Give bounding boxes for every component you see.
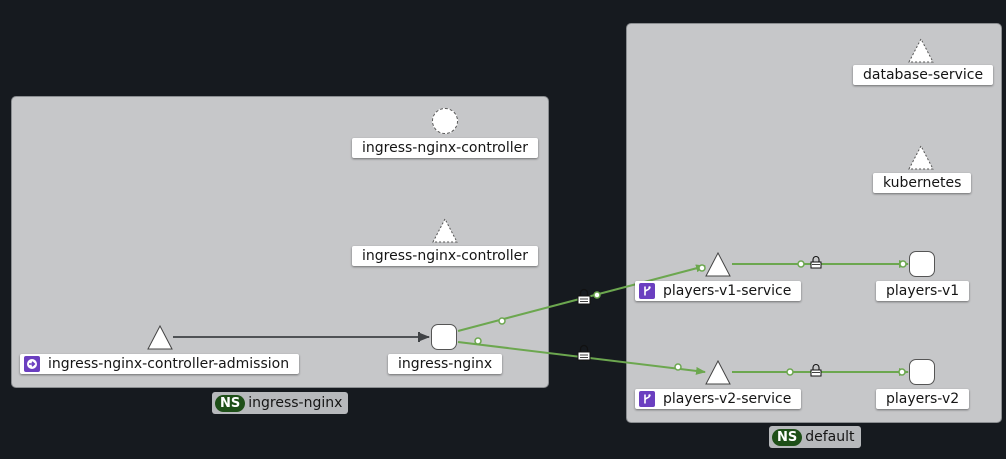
label-text: players-v2-service bbox=[663, 391, 792, 407]
triangle-node-icon[interactable] bbox=[908, 37, 934, 63]
node-label-players-v2-service[interactable]: players-v2-service bbox=[635, 389, 802, 409]
branch-icon bbox=[639, 283, 655, 299]
node-label-ingress-nginx-controller-app[interactable]: ingress-nginx-controller bbox=[352, 138, 538, 158]
triangle-node-icon[interactable] bbox=[705, 251, 731, 277]
node-label-ingress-nginx-controller-service[interactable]: ingress-nginx-controller bbox=[352, 246, 538, 266]
node-label-players-v2[interactable]: players-v2 bbox=[876, 389, 970, 409]
lock-icon bbox=[577, 288, 591, 305]
node-label-database-service[interactable]: database-service bbox=[853, 65, 994, 85]
triangle-node-icon[interactable] bbox=[705, 359, 731, 385]
node-label-kubernetes[interactable]: kubernetes bbox=[873, 173, 972, 193]
namespace-name: ingress-nginx bbox=[248, 395, 343, 411]
edge-admission-to-ingress-nginx[interactable] bbox=[173, 332, 430, 342]
circle-node-icon[interactable] bbox=[432, 108, 458, 134]
namespace-pill: NS bbox=[772, 428, 803, 446]
lock-icon bbox=[810, 256, 822, 269]
label-text: players-v1-service bbox=[663, 283, 792, 299]
virtual-service-icon bbox=[24, 356, 40, 372]
triangle-node-icon[interactable] bbox=[147, 324, 173, 350]
square-node-icon[interactable] bbox=[909, 251, 935, 277]
triangle-node-icon[interactable] bbox=[908, 144, 934, 170]
square-node-icon[interactable] bbox=[431, 324, 457, 350]
lock-icon bbox=[810, 364, 822, 377]
namespace-box-default[interactable] bbox=[626, 23, 1002, 423]
node-label-players-v1[interactable]: players-v1 bbox=[876, 281, 970, 301]
branch-icon bbox=[639, 391, 655, 407]
node-label-players-v1-service[interactable]: players-v1-service bbox=[635, 281, 802, 301]
label-text: ingress-nginx-controller-admission bbox=[48, 356, 290, 372]
namespace-name: default bbox=[805, 429, 855, 445]
node-label-ingress-nginx-controller-admission[interactable]: ingress-nginx-controller-admission bbox=[20, 354, 300, 374]
node-label-ingress-nginx[interactable]: ingress-nginx bbox=[388, 354, 503, 374]
namespace-label-ingress-nginx[interactable]: NS ingress-nginx bbox=[212, 392, 349, 414]
namespace-label-default[interactable]: NS default bbox=[769, 426, 861, 448]
namespace-pill: NS bbox=[215, 394, 246, 412]
triangle-node-icon[interactable] bbox=[432, 217, 458, 243]
square-node-icon[interactable] bbox=[909, 359, 935, 385]
lock-icon bbox=[577, 344, 591, 361]
